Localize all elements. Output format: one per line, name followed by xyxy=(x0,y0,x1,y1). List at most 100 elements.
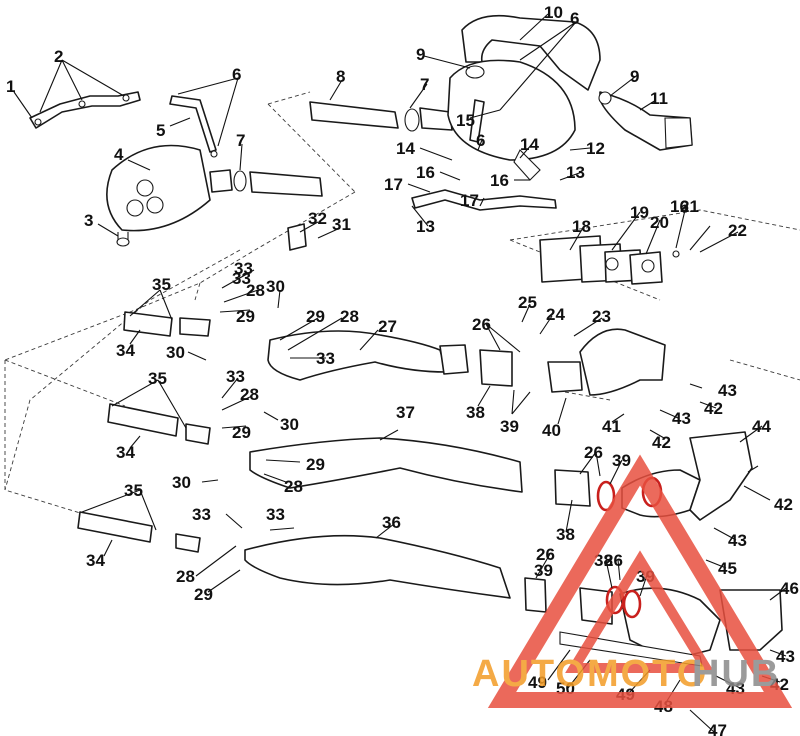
callout-label: 1 xyxy=(6,77,15,96)
callout-label: 3 xyxy=(84,211,93,230)
callout-label: 30 xyxy=(166,343,185,362)
callout-label: 16 xyxy=(670,197,689,216)
callout-label: 16 xyxy=(416,163,435,182)
callout-label: 38 xyxy=(556,525,575,544)
callout-label: 17 xyxy=(460,191,479,210)
callout-label: 27 xyxy=(378,317,397,336)
callout-label: 37 xyxy=(396,403,415,422)
callout-label: 42 xyxy=(652,433,671,452)
callout-label: 31 xyxy=(332,215,351,234)
callout-label: 28 xyxy=(176,567,195,586)
callout-label: 33 xyxy=(192,505,211,524)
callout-label: 25 xyxy=(518,293,537,312)
callout-label: 28 xyxy=(246,281,265,300)
callout-label: 8 xyxy=(336,67,345,86)
callout-label: 29 xyxy=(306,307,325,326)
callout-label: 30 xyxy=(172,473,191,492)
callout-label: 28 xyxy=(240,385,259,404)
small-bracket xyxy=(287,223,307,251)
callout-label: 41 xyxy=(602,417,621,436)
callout-label: 15 xyxy=(456,111,475,130)
mount-bracket xyxy=(169,95,218,158)
pipe-row-1 xyxy=(123,311,666,396)
callout-label: 12 xyxy=(586,139,605,158)
callout-label: 40 xyxy=(542,421,561,440)
callout-label: 6 xyxy=(476,131,485,150)
watermark-triangle xyxy=(487,454,793,708)
callout-label: 43 xyxy=(776,647,795,666)
callout-label: 14 xyxy=(396,139,415,158)
callout-label: 33 xyxy=(266,505,285,524)
callout-label: 26 xyxy=(536,545,555,564)
callout-label: 6 xyxy=(232,65,241,84)
callout-label: 7 xyxy=(420,75,429,94)
callout-label: 16 xyxy=(490,171,509,190)
callout-label: 22 xyxy=(728,221,747,240)
muffler xyxy=(106,144,211,247)
callout-label: 49 xyxy=(528,673,547,692)
leader-lines xyxy=(13,13,787,733)
callout-label: 10 xyxy=(544,3,563,22)
callout-label: 35 xyxy=(124,481,143,500)
callout-label: 32 xyxy=(308,209,327,228)
turbo-assembly xyxy=(411,14,693,211)
callout-label: 21 xyxy=(680,197,699,216)
callout-label: 17 xyxy=(384,175,403,194)
callout-label: 6 xyxy=(570,9,579,28)
callout-label: 38 xyxy=(594,551,613,570)
callout-label: 35 xyxy=(148,369,167,388)
callout-label: 26 xyxy=(584,443,603,462)
callout-label: 29 xyxy=(306,455,325,474)
callout-label: 33 xyxy=(226,367,245,386)
callout-label: 43 xyxy=(672,409,691,428)
callout-label: 34 xyxy=(86,551,105,570)
callout-label: 39 xyxy=(500,417,519,436)
callout-label: 35 xyxy=(152,275,171,294)
callout-label: 19 xyxy=(630,203,649,222)
callout-label: 26 xyxy=(472,315,491,334)
callout-label: 29 xyxy=(232,423,251,442)
callout-label: 42 xyxy=(704,399,723,418)
callout-label: 29 xyxy=(236,307,255,326)
callout-label: 42 xyxy=(774,495,793,514)
callout-label: 4 xyxy=(114,145,124,164)
bracket-strap xyxy=(29,91,141,129)
callout-label: 34 xyxy=(116,341,135,360)
callout-label: 13 xyxy=(566,163,585,182)
callout-label: 39 xyxy=(534,561,553,580)
callout-label: 43 xyxy=(718,381,737,400)
callout-label: 33 xyxy=(316,349,335,368)
callout-label: 26 xyxy=(604,551,623,570)
callout-label: 30 xyxy=(266,277,285,296)
callout-label: 9 xyxy=(630,67,639,86)
callout-label: 29 xyxy=(194,585,213,604)
callout-label: 24 xyxy=(546,305,565,324)
callout-label: 28 xyxy=(284,477,303,496)
callout-label: 43 xyxy=(728,531,747,550)
tail-pipe xyxy=(209,101,453,197)
callout-label: 28 xyxy=(340,307,359,326)
watermark-text-orange: AUTOMOTO xyxy=(472,653,708,695)
callout-label: 46 xyxy=(780,579,799,598)
callout-label: 39 xyxy=(612,451,631,470)
callout-label: 45 xyxy=(718,559,737,578)
callout-label: 23 xyxy=(592,307,611,326)
manifold-gaskets xyxy=(539,235,680,285)
callout-label: 33 xyxy=(232,269,251,288)
callout-label: 13 xyxy=(416,217,435,236)
callout-label: 20 xyxy=(650,213,669,232)
callout-label: 14 xyxy=(520,135,539,154)
callout-label: 11 xyxy=(650,89,668,108)
callout-label: 5 xyxy=(156,121,165,140)
watermark-logo: AUTOMOTO HUB xyxy=(472,454,793,708)
watermark-text-gray: HUB xyxy=(692,653,780,695)
callout-label: 7 xyxy=(236,131,245,150)
callout-label: 18 xyxy=(572,217,591,236)
callout-label: 9 xyxy=(416,45,425,64)
callout-label: 30 xyxy=(280,415,299,434)
callout-labels: 1 2 3 4 5 6 6 6 7 7 8 9 9 10 11 12 13 13… xyxy=(6,3,799,736)
callout-label: 33 xyxy=(234,259,253,278)
callout-label: 38 xyxy=(466,403,485,422)
callout-label: 2 xyxy=(54,47,63,66)
